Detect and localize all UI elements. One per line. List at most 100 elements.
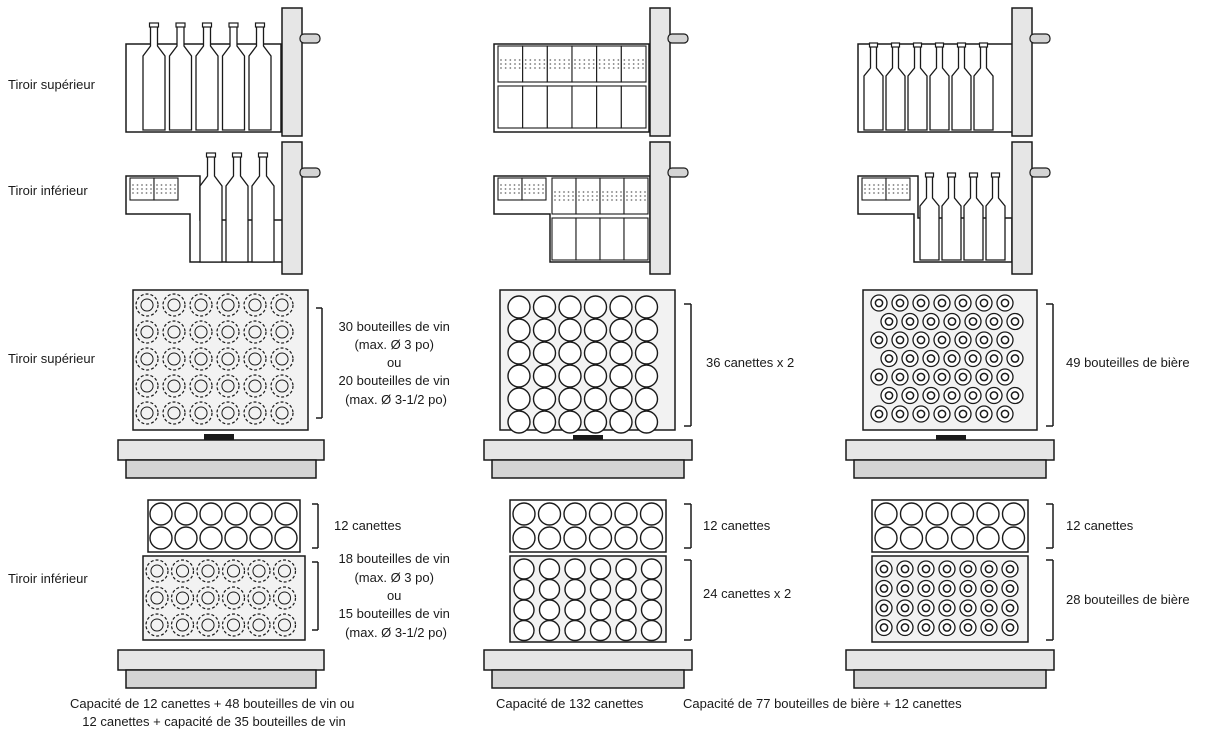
can-top: [149, 502, 173, 526]
can-top: [583, 318, 608, 342]
beer-bottle-neck: [947, 317, 957, 326]
beer-bottle-top: [880, 386, 898, 405]
bottle-neck: [252, 591, 266, 605]
row-label-top-lower: Tiroir inférieur: [8, 571, 88, 586]
beer-bottle: [929, 45, 950, 131]
beer-bottle-top: [870, 294, 888, 312]
can-top: [609, 341, 633, 365]
bottle-outline: [216, 293, 240, 317]
can-top: [564, 558, 586, 580]
bottle-neck: [194, 352, 208, 366]
beer-bottle-neck: [921, 584, 931, 593]
beer-bottle-neck: [963, 603, 973, 613]
bottle-cap: [257, 152, 269, 158]
can-top: [507, 295, 531, 319]
beer-bottle-top: [959, 560, 977, 578]
beer-bottle-top: [996, 331, 1014, 349]
drawer-base-rail: [853, 669, 1047, 689]
bottle-neck: [275, 352, 289, 366]
bottle-neck: [226, 618, 241, 632]
bottle-outline: [189, 293, 213, 317]
beer-bottle-top: [975, 294, 993, 312]
wine-bottle: [225, 155, 249, 263]
beer-bottle-top: [964, 312, 982, 331]
bottle-neck: [275, 406, 289, 420]
beer-bottle-neck: [968, 317, 978, 326]
beer-bottle-top: [975, 368, 993, 386]
can-top: [174, 502, 198, 526]
can-top: [634, 318, 659, 342]
can-top: [274, 526, 298, 550]
beer-bottle: [951, 45, 972, 131]
can-top: [615, 599, 637, 621]
can-top: [532, 295, 557, 319]
bottle-outline: [162, 374, 186, 398]
bottle-neck: [221, 352, 235, 366]
beer-bottle-neck: [921, 603, 931, 613]
can-top: [558, 295, 582, 319]
bottle-neck: [175, 618, 190, 632]
bottle-outline: [196, 613, 220, 637]
wine-bottle: [195, 25, 219, 131]
beer-bottle-neck: [958, 372, 968, 382]
drawer-front-panel: [1011, 141, 1033, 275]
can-top: [1001, 526, 1026, 550]
can-side: [599, 217, 625, 261]
can-top: [583, 341, 608, 365]
side-view-lower-drawer: [493, 141, 689, 275]
bottle-neck: [167, 352, 181, 366]
beer-bottle-top: [917, 579, 935, 598]
beer-bottle-top: [996, 294, 1014, 312]
can-stack-side: [551, 177, 649, 215]
beer-bottle-neck: [900, 584, 910, 593]
config-capacity-caption: Capacité de 12 canettes + 48 bouteilles …: [70, 696, 358, 729]
can-top: [609, 410, 633, 434]
beer-bottle-neck: [942, 623, 952, 632]
can-top: [589, 599, 612, 621]
bottle-neck: [226, 591, 241, 605]
bottle-cap: [228, 22, 239, 28]
bottle-outline: [145, 586, 169, 610]
beer-bottle-top: [1001, 599, 1019, 617]
can-top: [249, 502, 273, 526]
bottle-outline: [135, 293, 159, 317]
can-top: [615, 558, 637, 580]
drawer-handle: [1029, 167, 1051, 178]
can-top: [174, 526, 198, 550]
beer-bottle-neck: [989, 391, 999, 400]
can-stack-side: [497, 177, 547, 201]
beer-bottle-neck: [968, 354, 978, 363]
bottle-neck: [275, 379, 289, 393]
can-top: [615, 619, 637, 642]
can-top: [899, 526, 924, 550]
bottle-neck: [167, 406, 181, 420]
beer-bottle-neck: [884, 354, 894, 363]
lower-drawer-bottom-note: 24 canettes x 2: [703, 586, 791, 601]
can-top: [512, 502, 536, 526]
can-top: [583, 387, 608, 411]
config-capacity-caption: Capacité de 77 bouteilles de bière + 12 …: [683, 696, 962, 711]
beer-bottle-top: [1001, 618, 1019, 637]
beer-bottle-neck: [937, 372, 947, 382]
beer-bottle-neck: [937, 298, 947, 308]
beer-bottle-neck: [900, 564, 910, 574]
can-top: [199, 502, 223, 526]
can-top: [609, 364, 633, 388]
beer-bottle-top: [870, 331, 888, 349]
beer-bottle-neck: [937, 409, 947, 419]
beer-bottle-neck: [879, 623, 889, 632]
beer-bottle-neck: [1000, 335, 1010, 345]
beer-bottle-neck: [963, 623, 973, 632]
control-panel-icon: [936, 435, 966, 440]
can-top: [614, 502, 638, 526]
beer-bottle-top: [959, 618, 977, 637]
beer-bottle-top: [985, 386, 1003, 405]
beer-bottle-top: [954, 294, 972, 312]
beer-bottle-top: [980, 579, 998, 598]
bottle-outline: [247, 559, 271, 583]
bottle-outline: [189, 374, 213, 398]
capacity-bracket: [316, 307, 323, 419]
beer-bottle-top: [870, 368, 888, 386]
can-top: [507, 318, 531, 342]
beer-bottle-top: [933, 331, 951, 349]
